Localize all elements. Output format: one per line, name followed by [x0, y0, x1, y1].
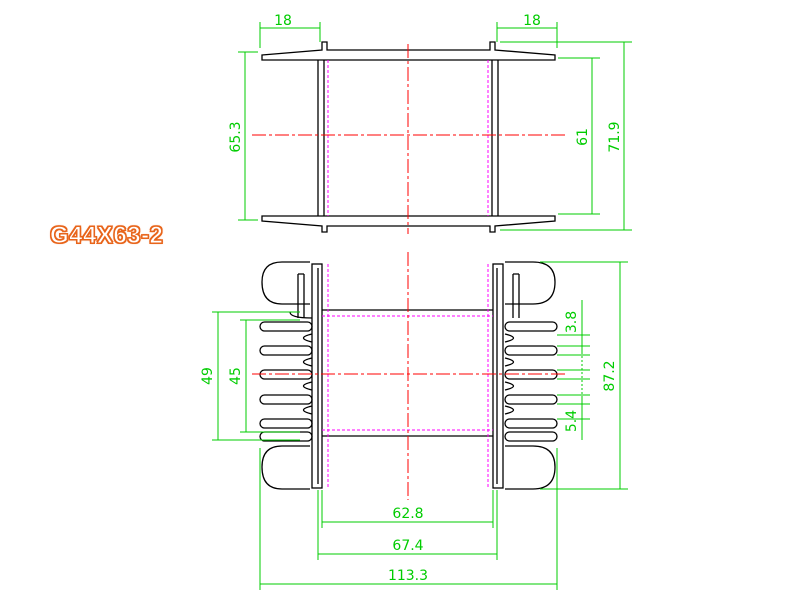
left-wall [311, 263, 323, 489]
left-pins [259, 311, 313, 442]
dim-right-inner-height: 61 [575, 128, 591, 146]
dim-left-inner: 45 [228, 367, 244, 385]
upper-left-cap [261, 261, 310, 305]
dim-right-outer-height: 71.9 [607, 121, 623, 152]
upper-right-cap [505, 261, 556, 305]
top-view [252, 41, 565, 234]
lower-right-cap [505, 445, 556, 490]
dim-left-height: 65.3 [228, 121, 244, 152]
right-pins [504, 321, 558, 442]
dim-inner-width: 62.8 [392, 506, 423, 522]
top-view-dimension-labels: 18 18 65.3 61 71.9 [228, 13, 623, 153]
bottom-flange [261, 215, 556, 233]
dim-total-height: 87.2 [602, 360, 618, 391]
front-view-dimensions [212, 261, 628, 590]
right-wall [492, 263, 504, 489]
front-view-centerlines [252, 252, 565, 500]
lower-left-cap [261, 445, 310, 490]
dim-flange-right-width: 18 [523, 13, 541, 29]
dim-pin-span: 5.4 [564, 410, 580, 432]
model-label: G44X63-2 [49, 222, 164, 250]
dim-middle-width: 67.4 [392, 538, 423, 554]
right-pin-channel [512, 273, 520, 318]
dim-pin-pitch: 3.8 [564, 311, 580, 333]
top-flange [261, 41, 556, 61]
left-pin-channel [297, 273, 305, 318]
front-view-dimension-labels: 49 45 3.8 5.4 87.2 62.8 67.4 113.3 [200, 311, 618, 584]
dim-flange-left-width: 18 [274, 13, 292, 29]
top-view-dimensions [238, 22, 632, 231]
dim-left-outer: 49 [200, 367, 216, 385]
dim-total-width: 113.3 [388, 568, 428, 584]
